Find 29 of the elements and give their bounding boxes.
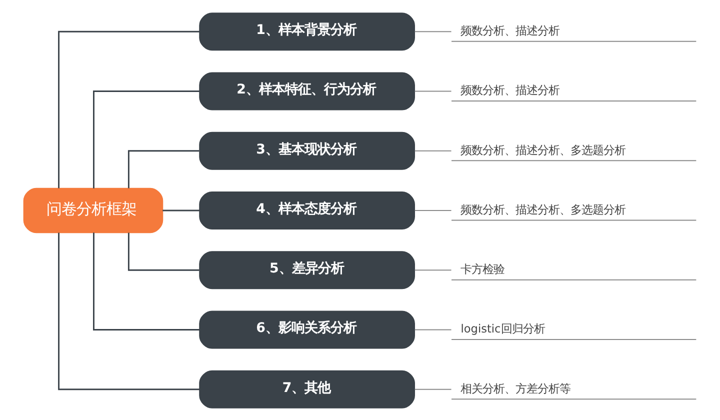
connector bbox=[128, 150, 200, 188]
node-text: 频数分析、描述分析 bbox=[460, 24, 560, 37]
connector bbox=[414, 209, 452, 211]
connector bbox=[162, 209, 200, 211]
node-box: 问卷分析框架 bbox=[23, 187, 164, 233]
node-text: logistic回归分析 bbox=[460, 322, 545, 336]
node-box: 1、样本背景分析 bbox=[199, 12, 415, 50]
connector bbox=[414, 30, 452, 32]
node-box: 2、样本特征、行为分析 bbox=[199, 72, 415, 110]
node-text: 频数分析、描述分析、多选题分析 bbox=[460, 202, 626, 216]
node-text: 相关分析、方差分析等 bbox=[460, 382, 571, 395]
node-box: 6、影响关系分析 bbox=[199, 310, 415, 348]
node-text: 卡方检验 bbox=[460, 262, 505, 276]
connector bbox=[58, 232, 200, 390]
connector bbox=[93, 90, 200, 188]
connector bbox=[414, 269, 452, 270]
node-text: 频数分析、描述分析 bbox=[460, 84, 560, 97]
connector bbox=[414, 388, 452, 390]
node-text: 频数分析、描述分析、多选题分析 bbox=[460, 143, 626, 156]
connector bbox=[93, 232, 200, 330]
connector bbox=[58, 30, 200, 188]
connector bbox=[128, 232, 200, 270]
node-box: 5、差异分析 bbox=[199, 250, 415, 289]
node-box: 3、基本现状分析 bbox=[199, 131, 415, 170]
connector bbox=[414, 328, 452, 330]
node-box: 4、样本态度分析 bbox=[199, 190, 415, 230]
connector bbox=[414, 90, 452, 92]
connector bbox=[414, 150, 452, 151]
node-box: 7、其他 bbox=[199, 370, 415, 408]
